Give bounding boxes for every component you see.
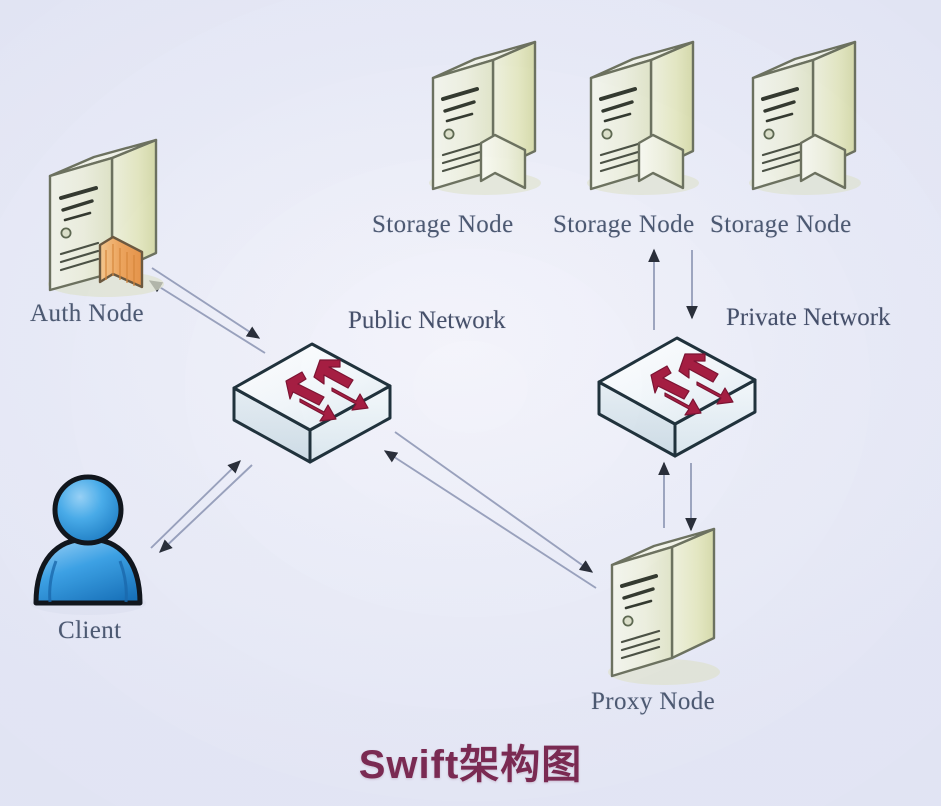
node-proxy-label: Proxy Node: [591, 688, 716, 715]
switch-routing-arrows: [285, 359, 369, 422]
link-auth-to-public: [151, 267, 261, 339]
storage-flag-panel: [799, 133, 847, 190]
link-public-to-client: [159, 464, 253, 553]
link-proxy-to-public: [383, 450, 597, 589]
storage-flag-panel: [637, 133, 685, 190]
server-tower-icon: [48, 138, 164, 297]
network-public-label: Public Network: [348, 307, 506, 334]
auth-orange-panel: [98, 235, 144, 289]
switch-routing-arrows: [650, 353, 734, 416]
network-switch-icon: [597, 336, 757, 458]
link-public-to-auth: [148, 280, 266, 354]
network-switch-icon: [232, 342, 392, 464]
node-client-label: Client: [58, 617, 122, 644]
client-person-icon: [30, 474, 146, 615]
server-tower-icon: [749, 40, 861, 195]
node-storage-3-label: Storage Node: [710, 211, 852, 238]
network-private-label: Private Network: [726, 304, 891, 331]
node-storage-1-label: Storage Node: [372, 211, 514, 238]
link-public-to-proxy: [394, 431, 594, 573]
storage-flag-panel: [479, 133, 527, 190]
link-client-to-public: [150, 460, 241, 549]
node-storage-2-label: Storage Node: [553, 211, 695, 238]
server-tower-icon: [608, 527, 720, 685]
server-tower-icon: [429, 40, 541, 195]
node-auth-label: Auth Node: [30, 300, 145, 327]
diagram-title: Swift架构图: [358, 743, 583, 787]
server-tower-icon: [587, 40, 699, 195]
